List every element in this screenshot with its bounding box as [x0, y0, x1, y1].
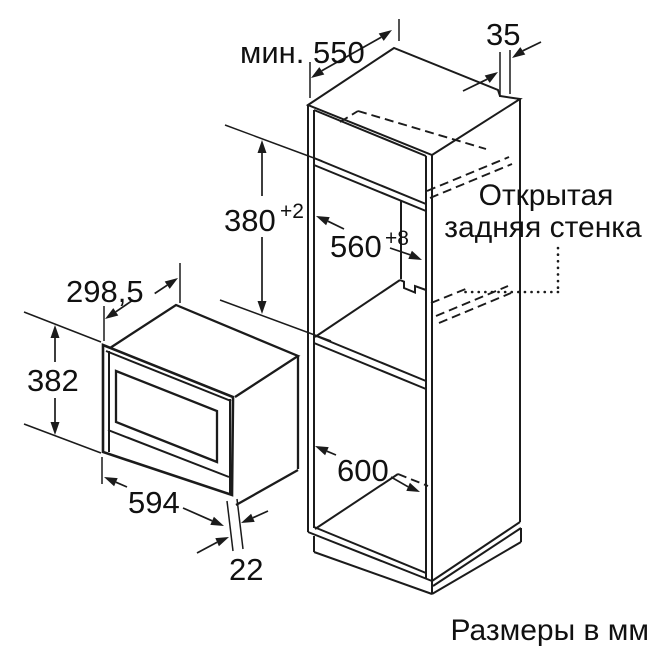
- units-note: Размеры в мм: [450, 614, 649, 647]
- dim-label-min-550: мин. 550: [240, 35, 365, 70]
- niche-floor-shelf: [313, 334, 427, 382]
- hidden-edges: [339, 110, 513, 487]
- dim-cabinet-width-600: 600: [315, 446, 420, 492]
- dim-min-depth-550: мин. 550: [240, 19, 400, 98]
- dim-top-rail-35: 35: [462, 17, 542, 97]
- dim-label-380: 380: [224, 203, 276, 238]
- dim-niche-height-380: 380 +2: [219, 124, 332, 342]
- dim-label-22: 22: [229, 552, 263, 587]
- dim-label-35: 35: [486, 17, 520, 52]
- dim-label-380-tol: +2: [280, 200, 304, 223]
- cabinet-drawing: [305, 46, 523, 595]
- label-open-back: Открытая задняя стенка: [444, 179, 642, 294]
- cabinet-bottom-edge: [307, 531, 433, 582]
- dim-appliance-width-594: 594: [101, 457, 224, 526]
- open-back-line1: Открытая: [479, 179, 614, 212]
- niche-vent-notch: [399, 279, 427, 294]
- dim-label-560-tol: +8: [385, 227, 409, 250]
- dim-door-protrusion-22: 22: [196, 498, 269, 587]
- microwave-body-top: [109, 303, 301, 398]
- dim-label-594: 594: [128, 485, 180, 520]
- microwave-door: [101, 343, 235, 497]
- cabinet-plinth: [313, 527, 522, 595]
- dim-label-382: 382: [27, 363, 79, 398]
- dim-label-600: 600: [337, 453, 389, 488]
- door-window: [114, 369, 219, 464]
- dim-appliance-height-382: 382: [23, 311, 102, 454]
- dim-appliance-depth-298-5: 298,5: [66, 263, 181, 341]
- dim-label-298-5: 298,5: [66, 274, 144, 309]
- dim-niche-width-560: 560 +8: [316, 216, 422, 264]
- open-back-line2: задняя стенка: [444, 211, 642, 244]
- door-bottom-strip: [107, 429, 230, 478]
- dim-label-560: 560: [330, 229, 382, 264]
- niche-ceiling-shelf: [313, 157, 427, 205]
- microwave-drawing: [101, 303, 301, 507]
